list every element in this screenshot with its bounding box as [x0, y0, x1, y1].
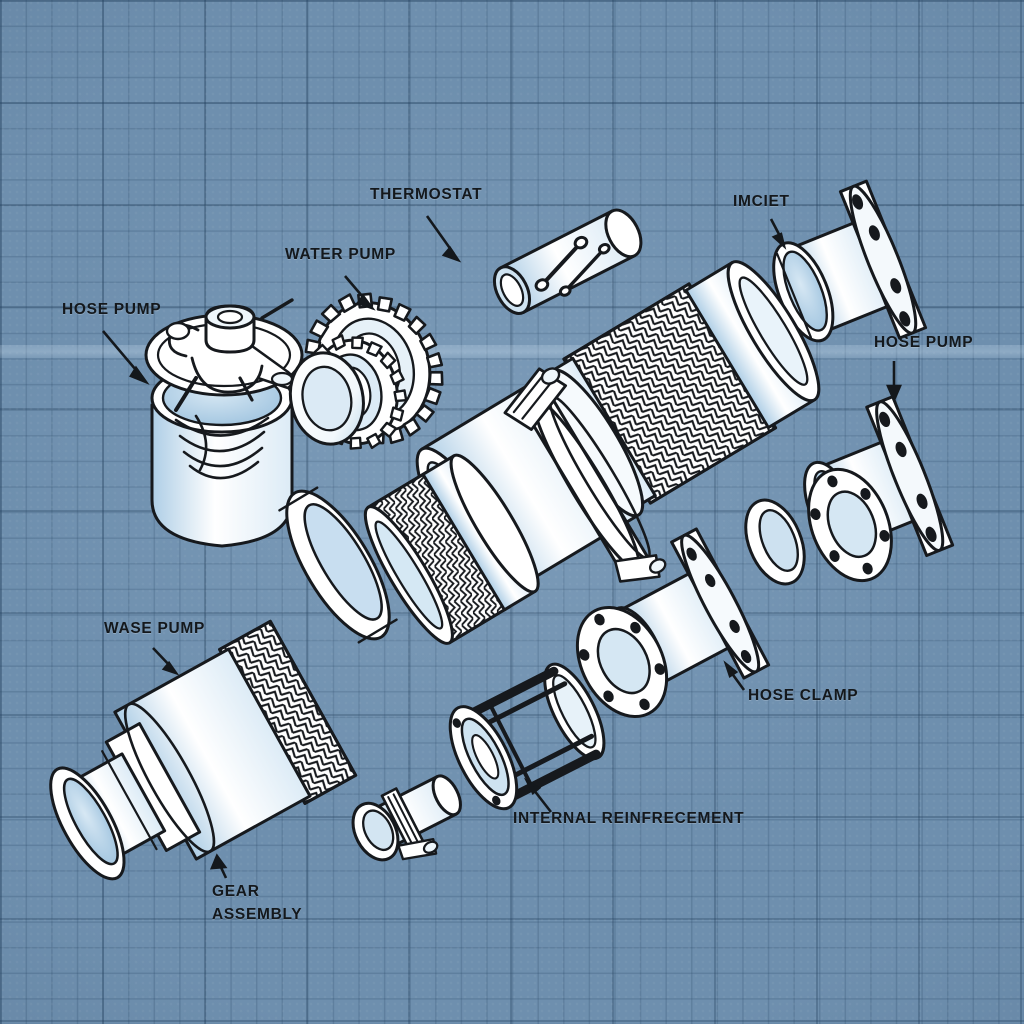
- part-small-clamped-tube: [351, 774, 462, 862]
- callout-label-hose-clamp: HOSE CLAMP: [748, 687, 859, 704]
- callout-label-gear-assembly: GEAR ASSEMBLY: [212, 883, 303, 923]
- arrow-inlet: [769, 218, 787, 250]
- callout-label-water-pump: WATER PUMP: [285, 246, 396, 263]
- part-seal-ring-right: [744, 498, 806, 586]
- arrow-hose-pump-right: [886, 361, 902, 404]
- callout-label-hose-pump-right: HOSE PUMP: [874, 334, 974, 351]
- arrow-waste-pump: [152, 647, 180, 676]
- part-bolt-flange-right: [807, 467, 893, 583]
- part-lower-bolt-flange: [575, 605, 669, 719]
- arrow-thermostat: [425, 215, 462, 263]
- callout-label-thermostat: THERMOSTAT: [370, 186, 483, 203]
- callout-label-inlet: IMCIET: [733, 193, 790, 210]
- arrow-water-pump: [344, 275, 376, 311]
- part-braided-ring-left: [363, 453, 540, 645]
- part-inlet-flange-spool: [772, 179, 928, 343]
- callout-label-waste-pump: WASE PUMP: [104, 620, 206, 637]
- callout-label-hose-pump-left: HOSE PUMP: [62, 301, 162, 318]
- arrow-internal-reinforcement: [523, 777, 553, 813]
- part-seal-ring-left: [278, 486, 398, 644]
- arrow-hose-clamp: [723, 660, 746, 691]
- arrow-hose-pump-left: [102, 330, 150, 385]
- part-water-pump-gear: [288, 292, 444, 450]
- callout-arrows: [102, 215, 902, 879]
- part-large-pump-body: [49, 619, 358, 881]
- arrow-gear-assembly: [209, 853, 228, 879]
- part-thermostat-housing: [144, 298, 304, 548]
- part-cage-insert: [448, 662, 606, 811]
- part-hose-clamp-band: [503, 367, 667, 583]
- callout-label-internal-reinforcement: INTERNAL REINFRECEMENT: [513, 810, 745, 827]
- part-short-tube: [492, 208, 643, 315]
